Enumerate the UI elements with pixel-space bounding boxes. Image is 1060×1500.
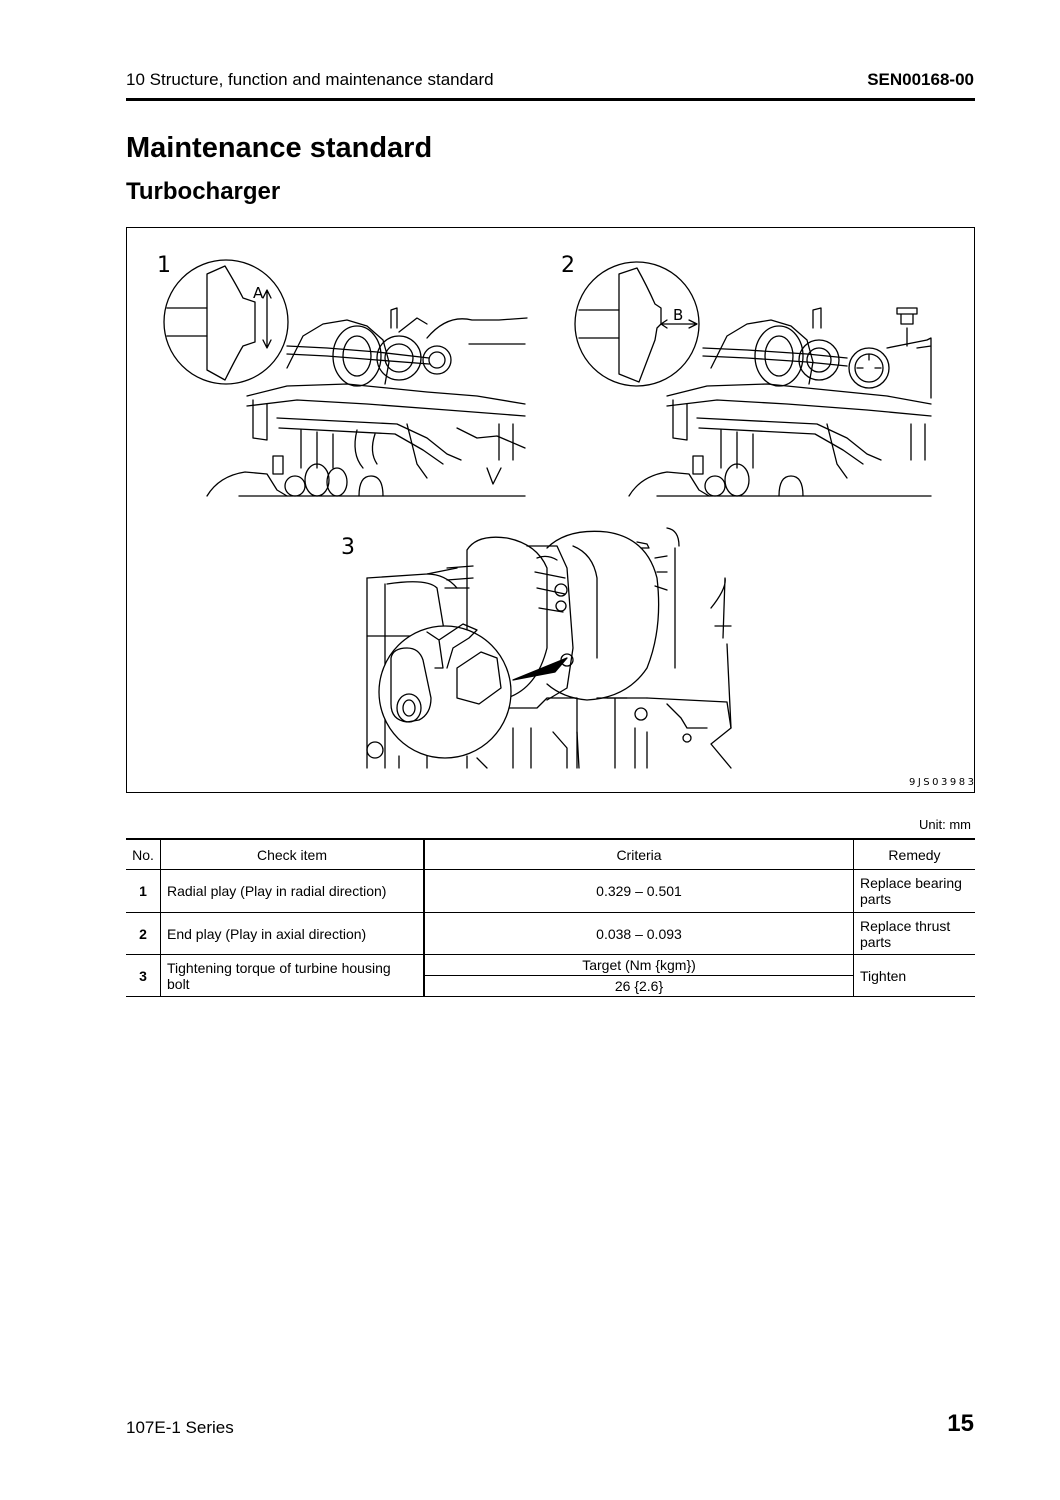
col-header-criteria: Criteria — [424, 838, 854, 870]
detail-letter-a: A — [253, 284, 264, 302]
page-title: Maintenance standard — [126, 132, 433, 164]
view-3-housing-bolt: 3 — [341, 527, 974, 788]
row-remedy: Replace thrust parts — [853, 912, 975, 955]
row-check-item: Radial play (Play in radial direction) — [160, 869, 425, 913]
view-1-radial-play: 1 A — [157, 253, 528, 497]
header-section-title: 10 Structure, function and maintenance s… — [126, 70, 494, 89]
row-criteria-label: Target (Nm {kgm}) — [424, 954, 854, 976]
row-no: 3 — [126, 954, 161, 997]
row-remedy: Replace bearing parts — [853, 869, 975, 913]
header-rule — [126, 98, 975, 101]
maintenance-standard-table: No. Check item Criteria Remedy 1 Radial … — [126, 838, 975, 997]
row-criteria: 0.038 – 0.093 — [424, 912, 854, 955]
col-header-no: No. — [126, 838, 161, 870]
footer-series: 107E-1 Series — [126, 1418, 234, 1437]
unit-label: Unit: mm — [919, 817, 971, 832]
table-header-row: No. Check item Criteria Remedy — [126, 838, 975, 870]
detail-letter-b: B — [673, 306, 683, 324]
row-remedy: Tighten — [853, 954, 975, 997]
callout-2: 2 — [561, 253, 575, 278]
row-no: 1 — [126, 869, 161, 913]
header-doc-code: SEN00168-00 — [867, 70, 974, 89]
turbocharger-figure: 1 A — [126, 227, 975, 793]
row-criteria: 0.329 – 0.501 — [424, 869, 854, 913]
callout-3: 3 — [341, 535, 355, 560]
page-number: 15 — [947, 1410, 974, 1437]
table-row: 2 End play (Play in axial direction) 0.0… — [126, 912, 975, 955]
figure-code: 9JS03983 — [909, 777, 974, 788]
row-no: 2 — [126, 912, 161, 955]
turbocharger-illustration: 1 A — [157, 253, 974, 788]
table-row: 26 {2.6} — [126, 975, 975, 997]
col-header-check-item: Check item — [160, 838, 425, 870]
row-check-item: End play (Play in axial direction) — [160, 912, 425, 955]
section-title: Turbocharger — [126, 178, 281, 205]
row-check-item: Tightening torque of turbine housing bol… — [160, 954, 425, 997]
callout-1: 1 — [157, 253, 171, 278]
row-criteria: 26 {2.6} — [424, 975, 854, 997]
view-2-end-play: 2 B — [561, 253, 932, 497]
table-row: 3 Tightening torque of turbine housing b… — [126, 954, 975, 997]
col-header-remedy: Remedy — [853, 838, 975, 870]
table-row: 1 Radial play (Play in radial direction)… — [126, 869, 975, 913]
